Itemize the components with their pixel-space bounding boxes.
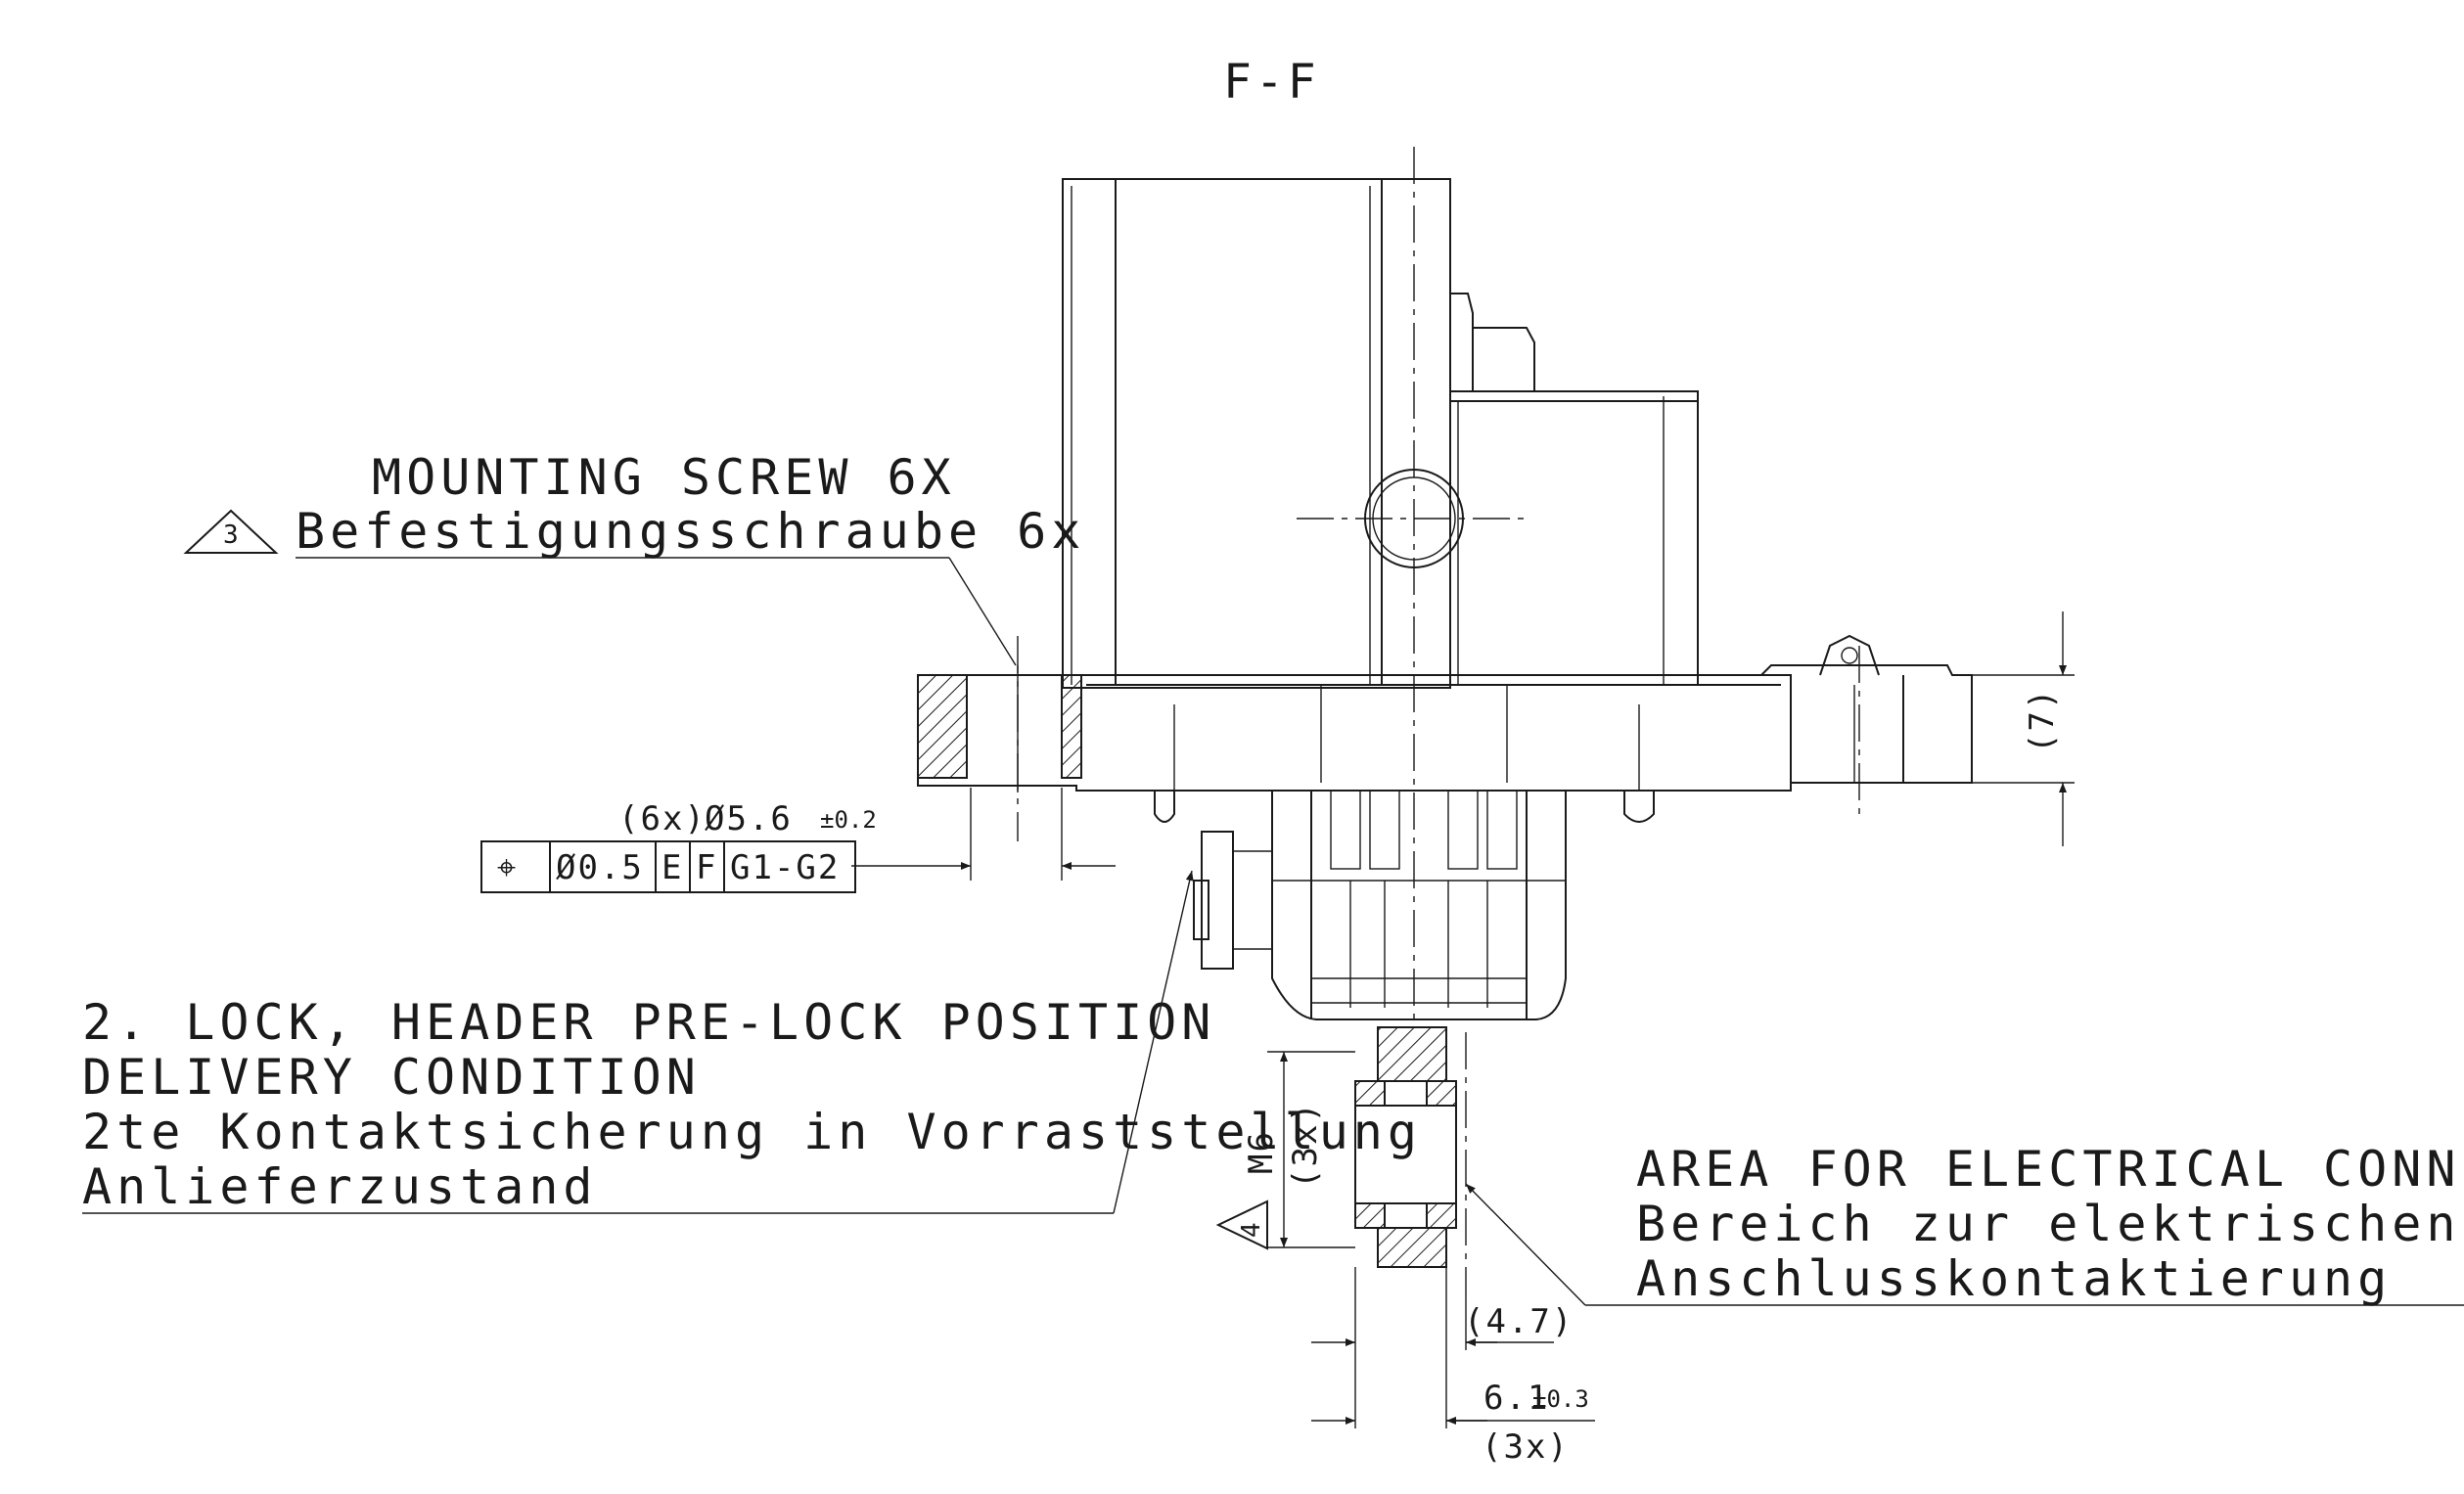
svg-text:2. LOCK, HEADER PRE-LOCK POSIT: 2. LOCK, HEADER PRE-LOCK POSITION [82, 994, 1215, 1051]
view-label: F-F [1223, 55, 1320, 110]
contact-pin [1354, 1026, 1457, 1268]
height-dimension: (7) [1972, 611, 2075, 846]
svg-text:M6: M6 [1242, 1130, 1281, 1174]
svg-text:Anlieferzustand: Anlieferzustand [82, 1158, 598, 1215]
hole-dimension: (6x) Ø5.6 ±0.2 [618, 788, 1116, 881]
svg-text:AREA FOR ELECTRICAL CONNECTIO: AREA FOR ELECTRICAL CONNECTIO [1636, 1141, 2464, 1198]
thread-dimension: M6 (3x) 4 [1215, 1051, 1355, 1250]
svg-text:±0.2: ±0.2 [820, 806, 877, 834]
svg-text:(6x): (6x) [618, 799, 707, 838]
svg-text:Ø0.5: Ø0.5 [556, 848, 644, 887]
svg-text:(4.7): (4.7) [1464, 1302, 1574, 1341]
svg-text:G1-G2: G1-G2 [730, 848, 840, 887]
svg-text:DELIVERY CONDITION: DELIVERY CONDITION [82, 1049, 701, 1106]
housing-upper [1062, 178, 1535, 689]
lock-note: 2. LOCK, HEADER PRE-LOCK POSITION DELIVE… [82, 870, 1422, 1215]
mounting-screw-note: 3 MOUNTING SCREW 6X Befestigungsschraube… [183, 449, 1085, 666]
area-note: AREA FOR ELECTRICAL CONNECTIO Bereich zu… [1465, 1141, 2464, 1307]
svg-text:3: 3 [223, 521, 239, 550]
feature-control-frame: ⌖ Ø0.5 E F G1-G2 [480, 840, 856, 893]
flange-section-hatch [917, 665, 1082, 792]
svg-text:±0.3: ±0.3 [1532, 1385, 1589, 1413]
svg-text:Anschlusskontaktierung: Anschlusskontaktierung [1636, 1250, 2392, 1307]
bottom-dimensions: (4.7) 6.1 ±0.3 (3x) [1311, 1267, 1595, 1467]
svg-text:MOUNTING SCREW 6X: MOUNTING SCREW 6X [372, 449, 956, 506]
svg-text:(7): (7) [2023, 688, 2062, 753]
svg-text:Befestigungsschraube 6x: Befestigungsschraube 6x [296, 503, 1085, 560]
svg-text:(3x): (3x) [1286, 1101, 1325, 1189]
svg-text:6.1: 6.1 [1483, 1379, 1549, 1418]
housing-right-block [1449, 390, 1699, 686]
svg-text:(3x): (3x) [1482, 1427, 1570, 1467]
screw-pins [1154, 704, 1655, 823]
svg-text:⌖: ⌖ [497, 848, 518, 887]
svg-text:E: E [662, 848, 683, 887]
flange [917, 634, 1973, 792]
svg-text:F: F [696, 848, 717, 887]
svg-text:Bereich zur elektrischen: Bereich zur elektrischen [1636, 1196, 2460, 1252]
svg-text:4: 4 [1237, 1222, 1266, 1238]
connector-body [1193, 790, 1567, 1020]
svg-text:Ø5.6: Ø5.6 [705, 799, 793, 838]
svg-text:2te Kontaktsicherung in Vorras: 2te Kontaktsicherung in Vorraststellung [82, 1104, 1422, 1160]
